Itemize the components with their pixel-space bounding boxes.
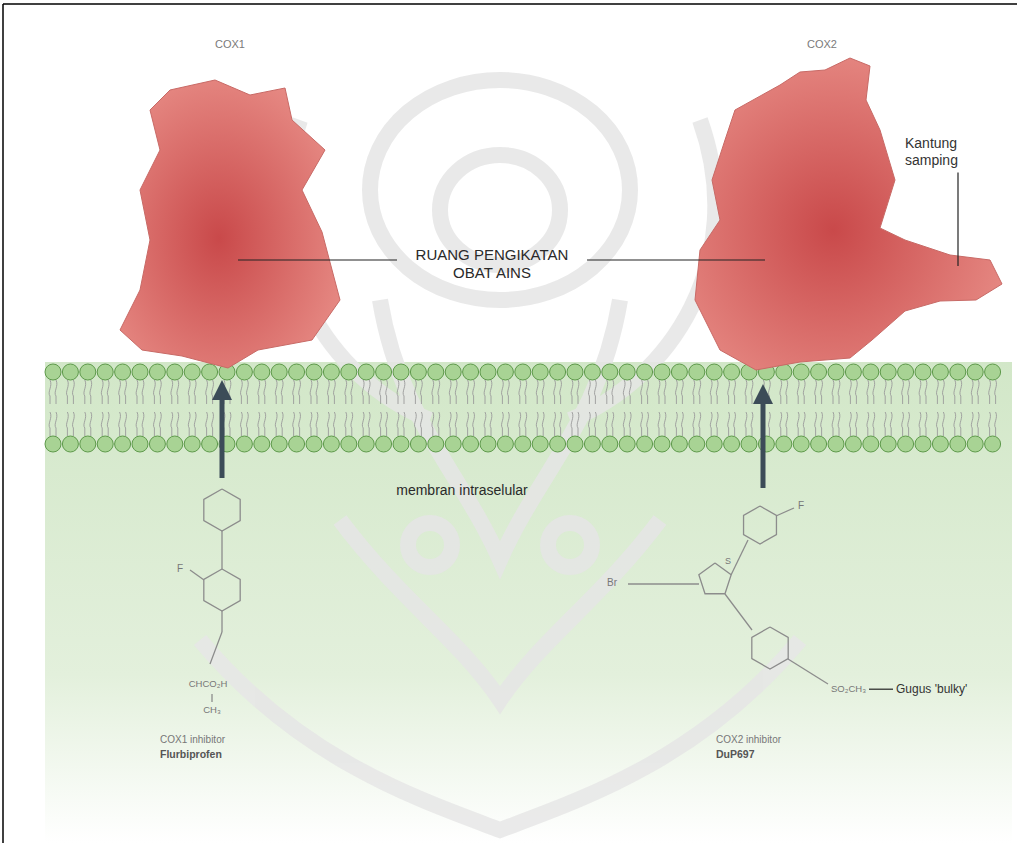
inhibitor-class: COX2 inhibitor bbox=[716, 734, 781, 746]
pocket-label: Kantung samping bbox=[905, 135, 995, 169]
drug-name: DuP697 bbox=[716, 748, 755, 761]
binding-site-label: RUANG PENGIKATAN OBAT AINS bbox=[402, 246, 582, 282]
membrane-label: membran intraselular bbox=[396, 482, 528, 499]
leader-line bbox=[957, 173, 958, 266]
group-callout: Gugus 'bulky' bbox=[896, 682, 967, 696]
frame-line bbox=[2, 4, 4, 843]
group-label: SO₂CH₃ bbox=[831, 683, 866, 694]
protein-outline bbox=[110, 30, 350, 375]
atom-label: S bbox=[725, 556, 731, 567]
protein-blob: COX2 bbox=[690, 30, 1012, 375]
group-label: CH₃ bbox=[203, 704, 221, 715]
inhibitor-class: COX1 inhibitor bbox=[160, 734, 225, 746]
atom-label: Br bbox=[607, 577, 617, 589]
enzyme-name: COX2 bbox=[807, 38, 837, 50]
molecule-structures bbox=[190, 489, 828, 702]
drug-name: Flurbiprofen bbox=[160, 748, 222, 761]
group-label: CHCO₂H bbox=[189, 678, 228, 689]
leader-line bbox=[869, 689, 893, 690]
cytoplasm-ground bbox=[45, 362, 1012, 843]
protein-blob: COX1 bbox=[110, 30, 350, 375]
atom-label: F bbox=[798, 500, 804, 512]
entry-arrows bbox=[212, 380, 773, 488]
protein-outline bbox=[690, 30, 1012, 375]
frame-line bbox=[3, 3, 1017, 5]
enzyme-name: COX1 bbox=[215, 38, 245, 50]
lipid-bilayer bbox=[45, 364, 1001, 452]
atom-label: F bbox=[177, 563, 183, 575]
